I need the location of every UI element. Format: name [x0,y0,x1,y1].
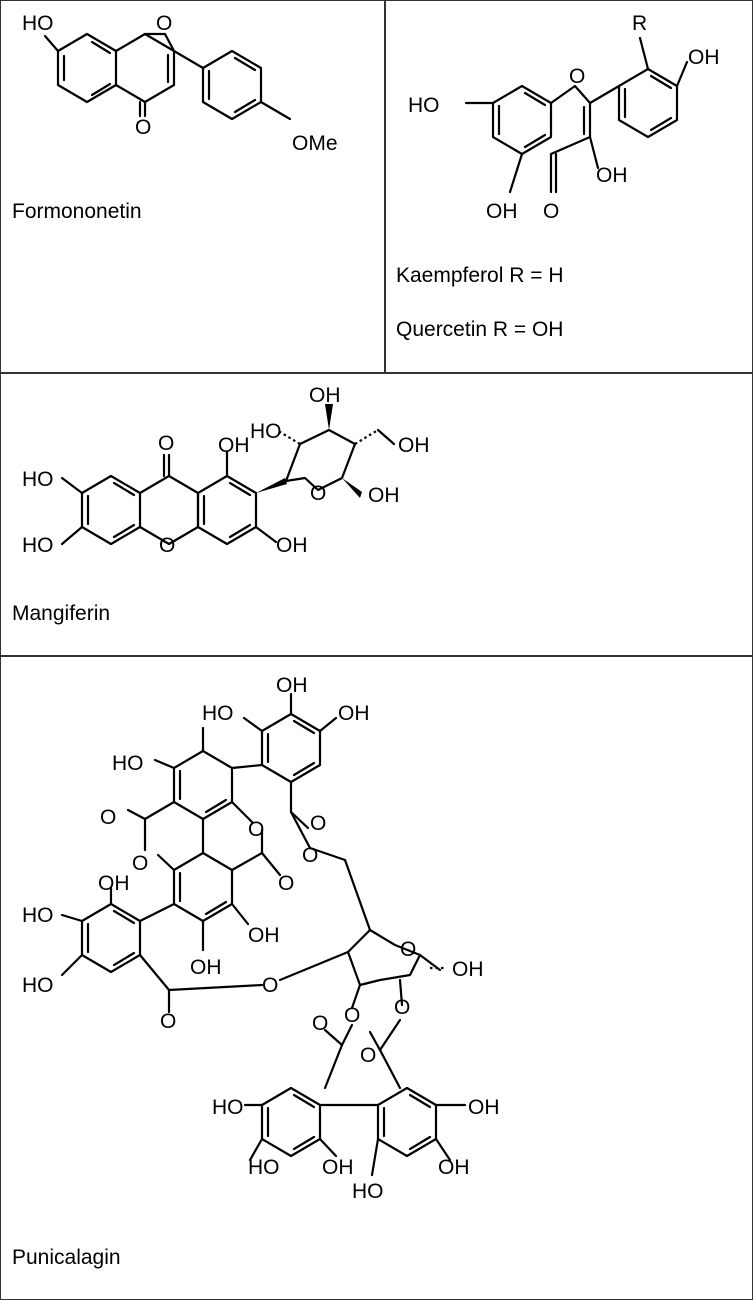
atom-label: OH [248,924,280,947]
atom-label: OH [368,484,400,507]
atom-label: OH [486,200,518,223]
atom-label: OH [276,674,308,697]
atom-label: OMe [292,132,338,155]
compound-name-punicalagin: Punicalagin [12,1246,121,1269]
atom-label: OH [309,384,341,407]
atom-label: OH [190,956,222,979]
atom-label: OH [98,872,130,895]
atom-label: O [360,1044,376,1067]
atom-label: O [569,65,585,88]
atom-label: OH [452,958,484,981]
atom-label: R [632,12,647,35]
atom-label: OH [322,1156,354,1179]
atom-label: OH [218,434,250,457]
atom-label: HO [22,974,54,997]
compound-name-formononetin: Formononetin [12,200,142,223]
atom-label: O [302,844,318,867]
atom-label: O [312,1012,328,1035]
atom-label: O [132,852,148,875]
atom-label: O [310,482,326,505]
structure-formononetin: HO O O OMe [22,12,338,155]
atom-label: O [160,1010,176,1033]
atom-label: OH [596,164,628,187]
compound-name-kaempferol: Kaempferol R = H [396,264,564,287]
atom-label: HO [22,904,54,927]
atom-label: HO [22,534,54,557]
atom-label: O [156,12,172,35]
atom-label: O [400,938,416,961]
structure-flavonol: R OH HO O OH OH O [408,12,720,223]
atom-label: HO [408,94,440,117]
atom-label: OH [398,434,430,457]
atom-label: O [135,116,151,139]
structure-mangiferin: O OH HO HO O OH OH HO OH O OH [22,384,430,557]
atom-label: HO [352,1180,384,1203]
atom-label: O [158,432,174,455]
atom-label: HO [202,702,234,725]
atom-label: O [344,1004,360,1027]
atom-label: O [278,872,294,895]
atom-label: HO [22,468,54,491]
atom-label: O [543,200,559,223]
atom-label: HO [250,420,282,443]
cell-formononetin [0,0,386,374]
atom-label: OH [276,534,308,557]
atom-label: O [100,806,116,829]
atom-label: O [248,818,264,841]
atom-label: O [159,534,175,557]
atom-label: OH [688,46,720,69]
compound-name-quercetin: Quercetin R = OH [396,318,564,341]
atom-label: HO [22,12,54,35]
atom-label: OH [438,1156,470,1179]
atom-label: O [394,996,410,1019]
atom-label: O [262,974,278,997]
atom-label: OH [338,702,370,725]
atom-label: HO [212,1096,244,1119]
atom-label: OH [468,1096,500,1119]
atom-label: O [310,812,326,835]
atom-label: HO [112,752,144,775]
compound-name-mangiferin: Mangiferin [12,602,111,625]
atom-label: HO [248,1156,280,1179]
